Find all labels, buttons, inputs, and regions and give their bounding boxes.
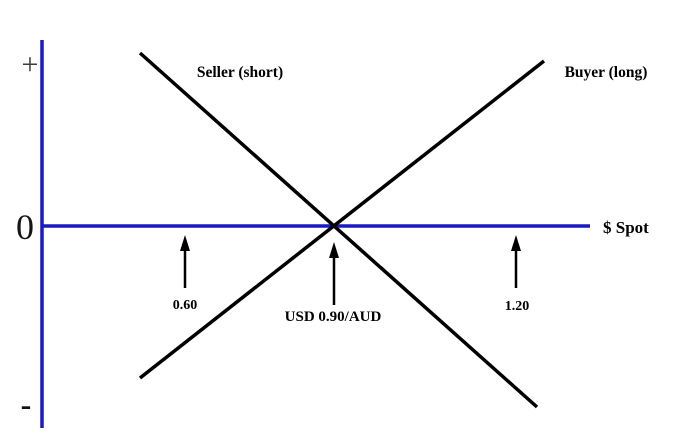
buyer-long-payoff-line: [138, 59, 546, 380]
forward-rate-arrow: [329, 242, 339, 305]
forward-rate-label: USD 0.90/AUD: [285, 309, 382, 325]
y-axis-plus-label: +: [22, 48, 39, 81]
seller-short-payoff-line: [138, 51, 539, 409]
x-axis-spot-label: $ Spot: [603, 218, 649, 237]
spot-120-arrow: [511, 235, 521, 288]
y-axis-zero-label: 0: [16, 207, 34, 247]
spot-120-label: 1.20: [505, 299, 530, 314]
seller-short-label: Seller (short): [197, 64, 283, 81]
spot-060-arrow: [180, 235, 190, 288]
arrow-head: [511, 235, 521, 251]
arrow-head: [180, 235, 190, 251]
spot-060-label: 0.60: [173, 298, 198, 313]
y-axis-minus-label: -: [21, 386, 32, 422]
arrow-head: [329, 242, 339, 258]
buyer-long-label: Buyer (long): [565, 64, 648, 81]
